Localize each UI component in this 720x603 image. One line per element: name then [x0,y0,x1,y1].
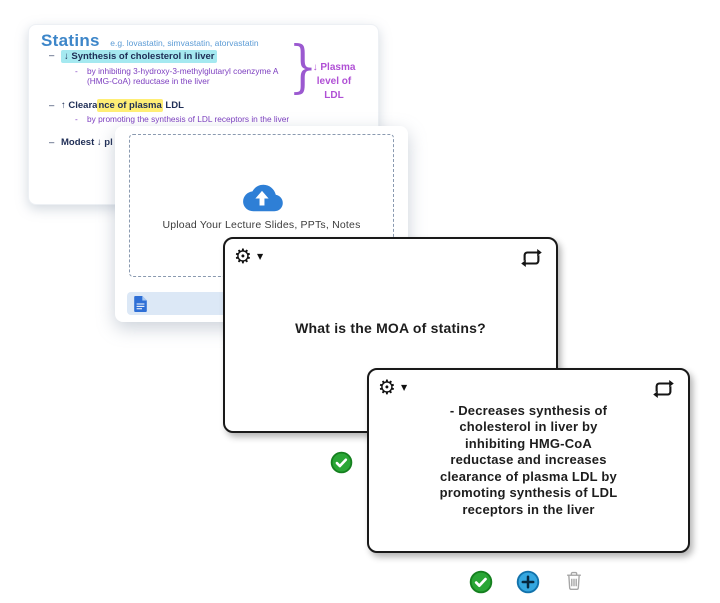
flashcard-question-text: What is the MOA of statins? [295,320,486,336]
card-settings-button[interactable]: ⚙ ▼ [234,246,263,266]
bullet-dash: – [49,50,55,61]
truncated-text: Modest ↓ pl [61,137,113,148]
bullet-dash: – [49,100,55,111]
add-circle-icon [516,570,540,594]
note-bullet-modest: – Modest ↓ pl [49,137,113,148]
mark-correct-button[interactable] [330,451,353,479]
clearance-text: ↑ Clearance of plasma LDL [61,99,184,112]
upload-label: Upload Your Lecture Slides, PPTs, Notes [162,219,361,231]
add-card-button[interactable] [516,570,540,599]
flip-repeat-icon [521,249,542,267]
chevron-down-icon: ▼ [400,382,408,392]
text-segment: ↑ Cleara [61,100,98,111]
file-icon [134,295,147,312]
flip-card-button[interactable] [652,378,675,405]
chevron-down-icon: ▼ [256,251,264,261]
flashcard-answer-text: - Decreases synthesis of cholesterol in … [439,402,618,517]
cyan-highlighted-text: ↓ Synthesis of cholesterol in liver [61,50,218,63]
gear-icon: ⚙ [378,375,396,399]
brace-annotation-label: ↓ Plasma level of LDL [312,62,356,101]
mark-correct-button[interactable] [469,570,493,599]
note-bullet-clearance: – ↑ Clearance of plasma LDL [49,99,184,112]
delete-card-button[interactable] [566,571,582,595]
note-sub-promoting: - by promoting the synthesis of LDL rece… [73,114,289,124]
cloud-upload-icon [242,184,283,212]
card-settings-button[interactable]: ⚙ ▼ [378,377,407,397]
check-circle-icon [469,570,493,594]
sub-bullet-text: by inhibiting 3-hydroxy-3-methylglutaryl… [87,66,279,86]
flip-card-button[interactable] [520,247,543,274]
upload-dropzone[interactable]: Upload Your Lecture Slides, PPTs, Notes [129,134,394,277]
bullet-dash: – [49,137,55,148]
notes-subtitle: e.g. lovastatin, simvastatin, atorvastat… [110,38,259,48]
curly-brace-decoration: } [288,35,318,100]
yellow-highlighted-text: nce of plasma [97,99,163,112]
sub-bullet-text: by promoting the synthesis of LDL recept… [87,114,290,124]
sub-bullet-dash: - [75,114,78,124]
flip-repeat-icon [653,380,674,398]
note-bullet-synthesis: – ↓ Synthesis of cholesterol in liver [49,50,218,63]
check-circle-icon [330,451,353,474]
note-sub-inhibiting: - by inhibiting 3-hydroxy-3-methylglutar… [73,66,278,86]
notes-title: Statins [41,31,100,50]
text-segment: LDL [162,100,184,111]
answer-flashcard[interactable]: ⚙ ▼ - Decreases synthesis of cholesterol… [367,368,690,553]
sub-bullet-dash: - [75,66,78,76]
notes-title-row: Statins e.g. lovastatin, simvastatin, at… [41,31,259,51]
gear-icon: ⚙ [234,244,252,268]
trash-icon [567,571,581,591]
